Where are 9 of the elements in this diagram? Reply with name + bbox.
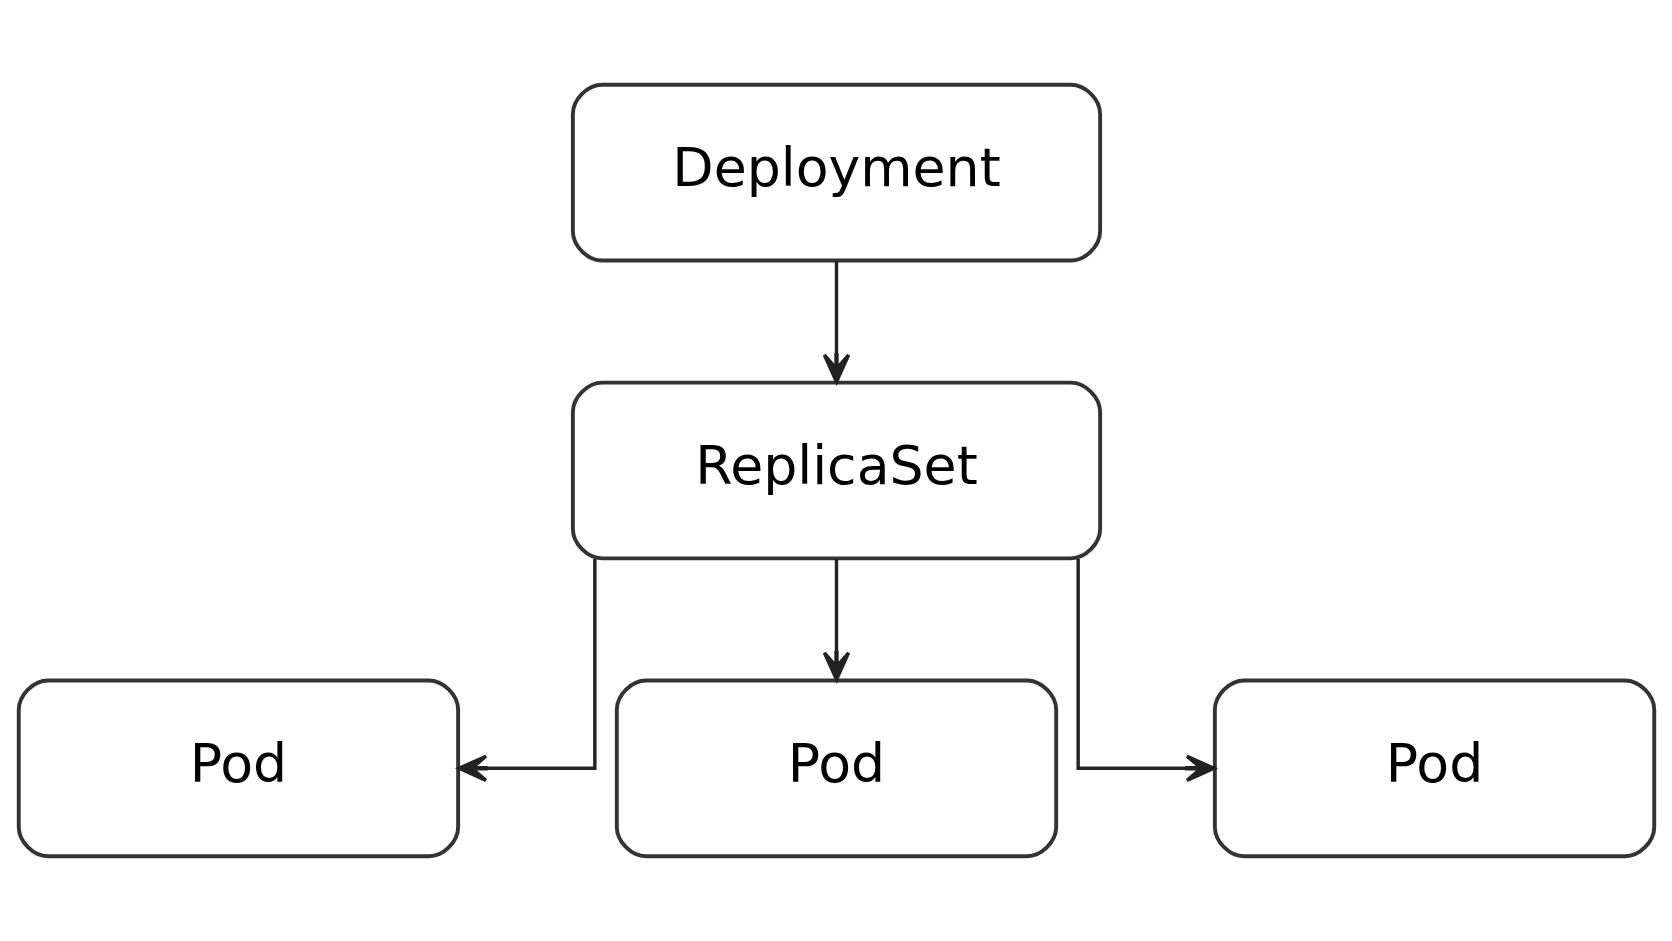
node-box: Pod xyxy=(1212,678,1656,859)
arrow xyxy=(822,261,850,384)
node-box: ReplicaSet xyxy=(570,380,1102,561)
arrow xyxy=(1075,559,1216,783)
node-box: Pod xyxy=(614,678,1058,859)
arrow xyxy=(456,559,597,783)
node-box: Pod xyxy=(16,678,460,859)
node-box: Deployment xyxy=(570,82,1102,263)
arrow xyxy=(822,559,850,682)
